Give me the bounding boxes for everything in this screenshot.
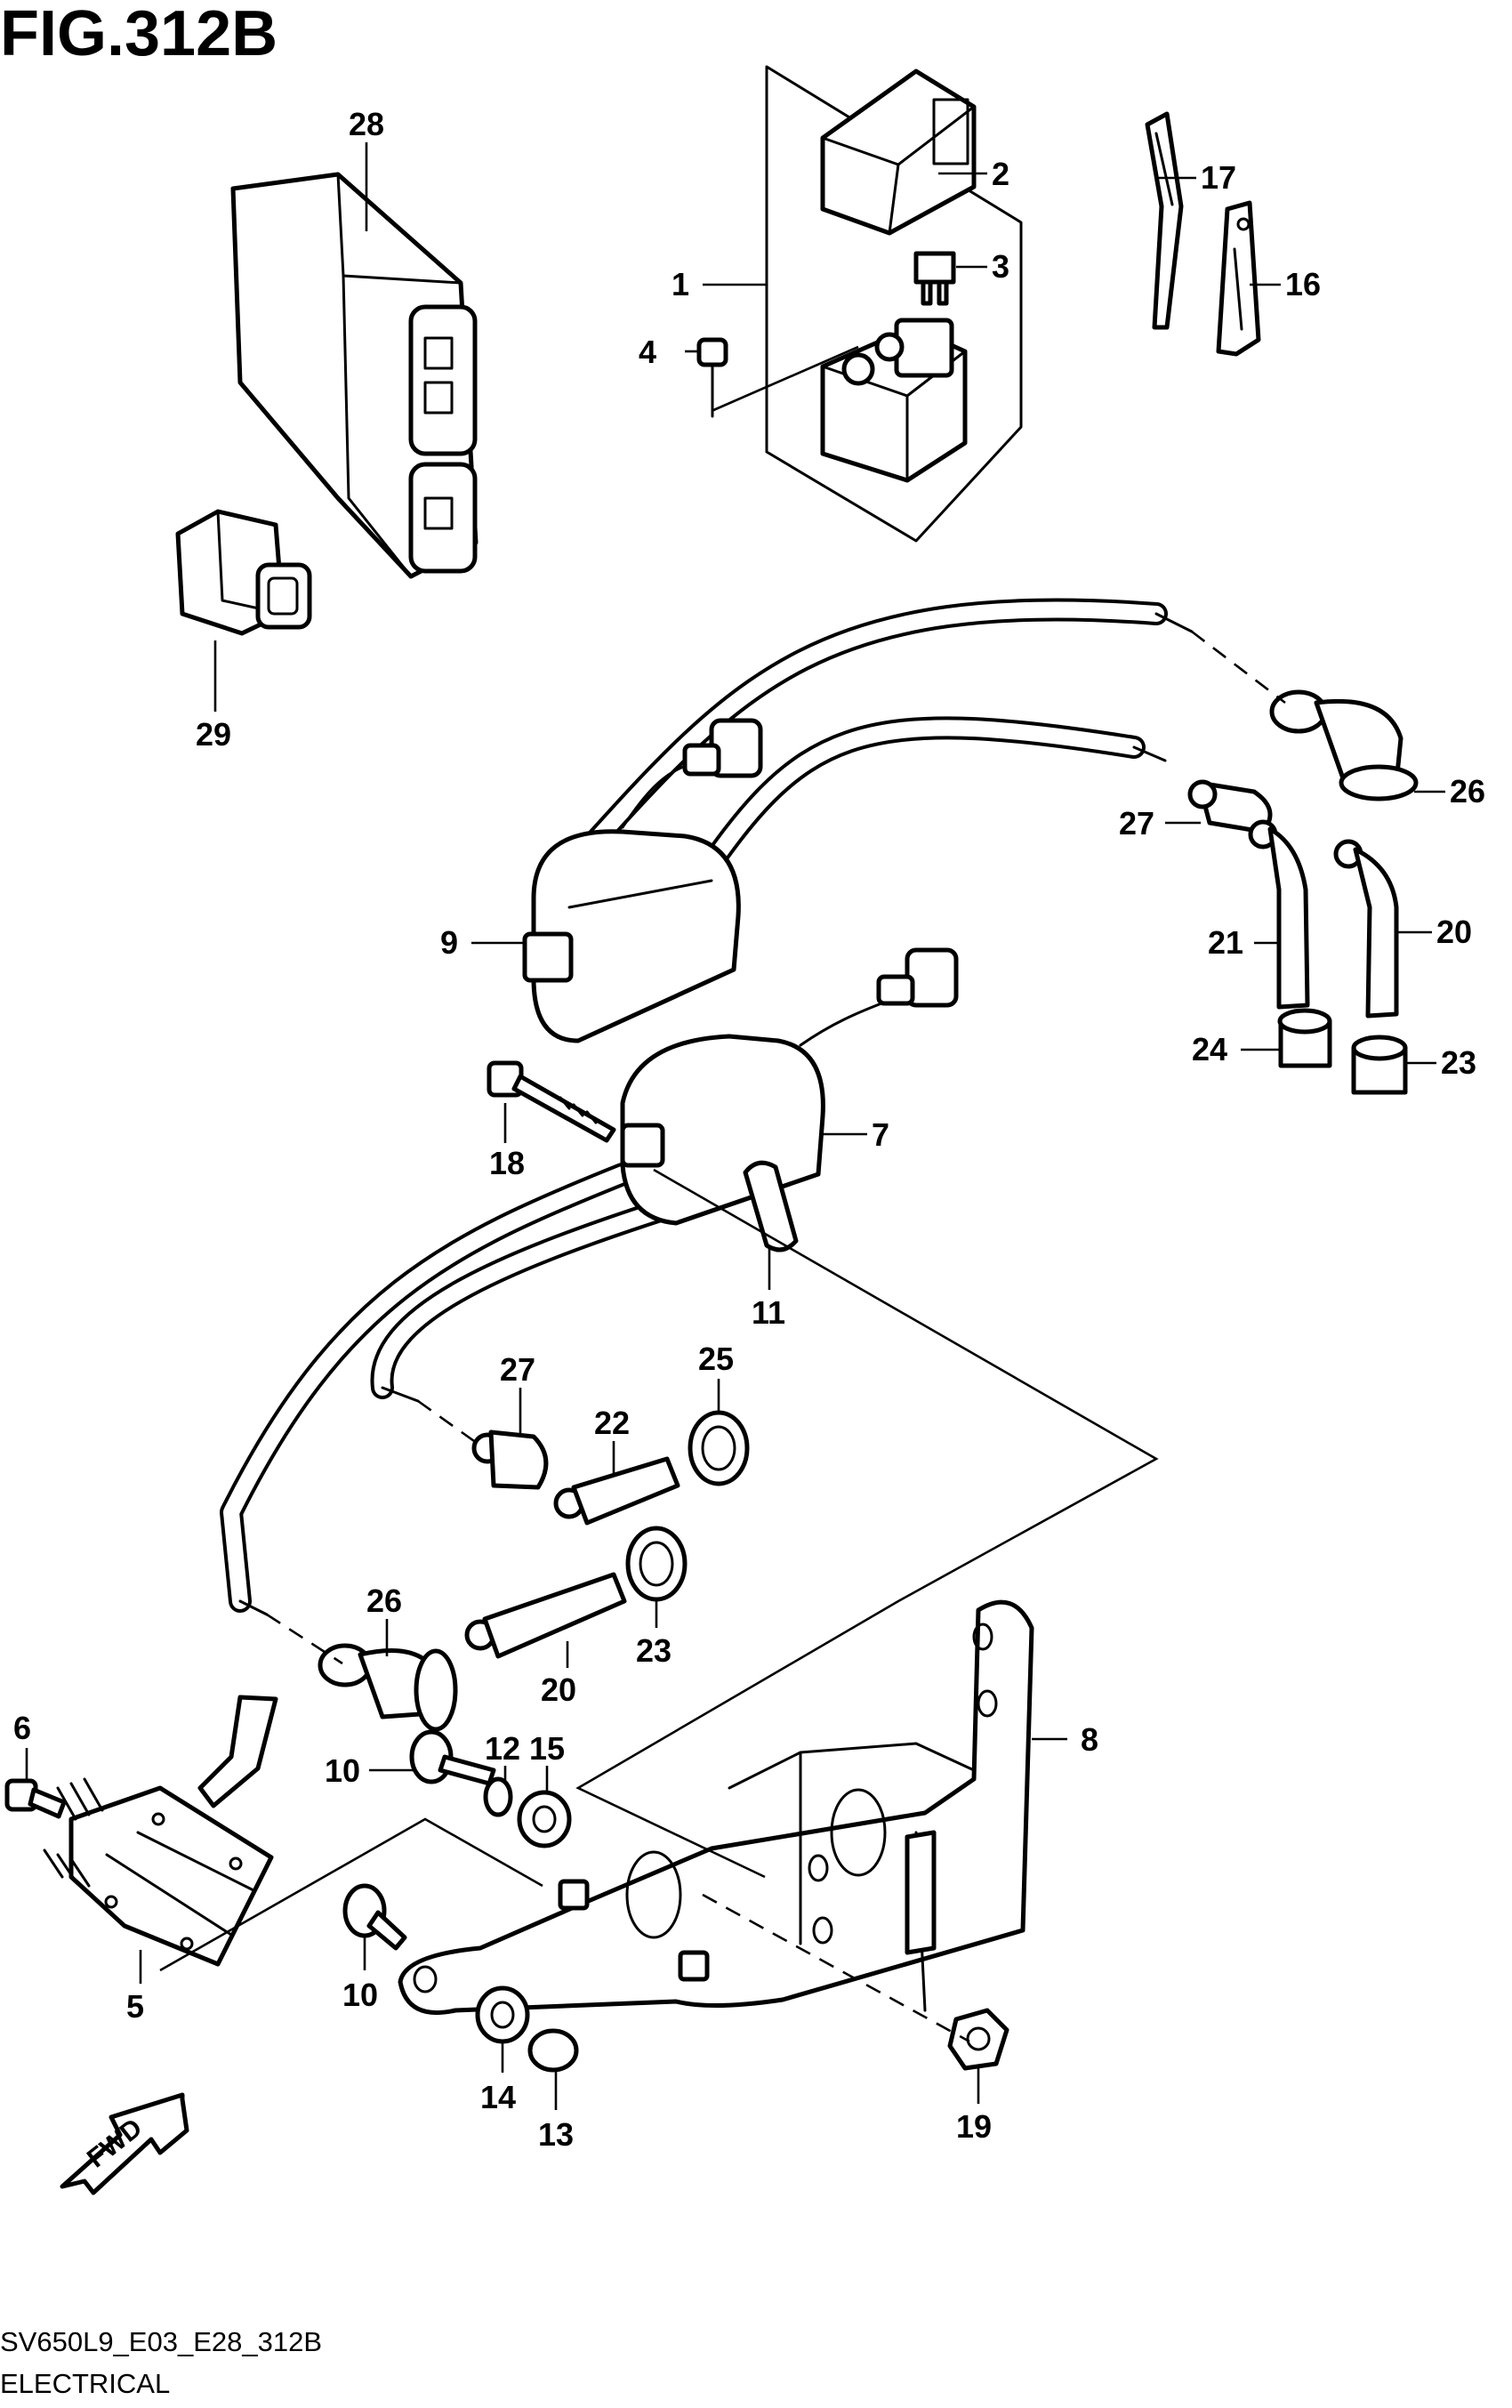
part-10-bolt-lower[interactable]: [342, 1883, 407, 1951]
part-23-seal-lower[interactable]: [625, 1526, 688, 1602]
callout-19: 19: [956, 2108, 992, 2145]
callout-27-lower: 27: [500, 1351, 535, 1388]
callout-14: 14: [480, 2079, 516, 2115]
callout-15: 15: [529, 1730, 565, 1767]
part-28-ecm[interactable]: [230, 172, 479, 579]
part-16-clamp[interactable]: [1216, 200, 1261, 357]
part-25-seal[interactable]: [688, 1410, 750, 1486]
callout-4: 4: [639, 334, 656, 370]
callout-5: 5: [126, 1988, 144, 2025]
part-18-bolt[interactable]: [487, 1060, 616, 1143]
callout-10-lower: 10: [342, 1977, 378, 2013]
ignition-harness-hoses: [220, 598, 1194, 1616]
callout-25: 25: [698, 1341, 734, 1377]
callout-20-lower: 20: [541, 1671, 576, 1708]
callout-26-upper: 26: [1450, 773, 1485, 809]
callout-9: 9: [440, 924, 458, 961]
part-26-plug-cap-lower[interactable]: [318, 1643, 458, 1732]
part-22-boot[interactable]: [553, 1456, 680, 1526]
callout-23-lower: 23: [636, 1632, 672, 1669]
callout-6: 6: [13, 1710, 31, 1746]
part-21-boot[interactable]: [1248, 819, 1310, 1010]
part-12-collar[interactable]: [483, 1776, 513, 1817]
callout-29: 29: [196, 716, 231, 753]
callout-24: 24: [1192, 1031, 1227, 1067]
part-27-cap-lower[interactable]: [471, 1429, 549, 1490]
part-24-seal[interactable]: [1277, 1008, 1332, 1068]
relay-body: [820, 318, 968, 483]
callout-20-upper: 20: [1436, 914, 1472, 950]
part-3-fuse[interactable]: [913, 251, 956, 306]
callout-8: 8: [1081, 1721, 1098, 1758]
callout-2: 2: [992, 156, 1009, 192]
part-5-regulator[interactable]: [43, 1695, 278, 1967]
part-19-nut[interactable]: [947, 2008, 1009, 2071]
callout-17: 17: [1201, 159, 1236, 196]
part-2-relay-cover[interactable]: [820, 68, 977, 236]
part-17-cable-tie[interactable]: [1145, 111, 1184, 330]
part-1-starter-relay-group[interactable]: [765, 65, 1023, 543]
callout-16: 16: [1285, 266, 1321, 302]
part-20-boot-lower[interactable]: [464, 1572, 627, 1659]
callout-13: 13: [538, 2116, 574, 2153]
fwd-arrow-icon: FWD: [60, 2092, 189, 2195]
callout-1: 1: [672, 266, 689, 302]
part-20-boot-upper[interactable]: [1333, 839, 1399, 1019]
leader-lines: [25, 142, 1445, 2110]
callout-26-lower: 26: [366, 1583, 402, 1619]
part-14-grommet[interactable]: [475, 1985, 530, 2044]
part-13-collar[interactable]: [527, 2028, 579, 2073]
callout-23-upper: 23: [1441, 1044, 1476, 1081]
part-23-seal-upper[interactable]: [1351, 1035, 1408, 1095]
part-27-cap-upper[interactable]: [1187, 779, 1273, 834]
callout-22: 22: [594, 1405, 630, 1441]
callout-27-upper: 27: [1119, 805, 1154, 842]
callout-7: 7: [872, 1116, 889, 1153]
callout-labels: 28 1 2 3 4 17 16 29 26 27 21 20 24 23 9 …: [13, 106, 1485, 2153]
model-code: SV650L9_E03_E28_312B: [0, 2326, 322, 2357]
part-29-connector[interactable]: [175, 509, 312, 636]
callout-21: 21: [1208, 924, 1243, 961]
part-9-ignition-coil[interactable]: [522, 718, 763, 1043]
callout-10-upper: 10: [325, 1752, 360, 1789]
part-26-plug-cap-upper[interactable]: [1269, 689, 1419, 801]
part-4-screw[interactable]: [696, 337, 728, 418]
figure-title: FIG.312B: [0, 0, 277, 69]
part-6-bolt[interactable]: [4, 1778, 67, 1819]
callout-28: 28: [349, 106, 384, 142]
part-11-spacer[interactable]: [743, 1160, 799, 1252]
part-10-bolt-upper[interactable]: [409, 1729, 496, 1786]
callout-11: 11: [752, 1294, 785, 1331]
part-15-grommet[interactable]: [517, 1790, 572, 1848]
section-name: ELECTRICAL: [0, 2368, 170, 2399]
callout-18: 18: [489, 1145, 525, 1181]
callout-12: 12: [485, 1730, 520, 1767]
reference-lines: [159, 345, 1286, 2043]
part-8-bracket[interactable]: [398, 1599, 1034, 2016]
callout-3: 3: [992, 248, 1009, 285]
